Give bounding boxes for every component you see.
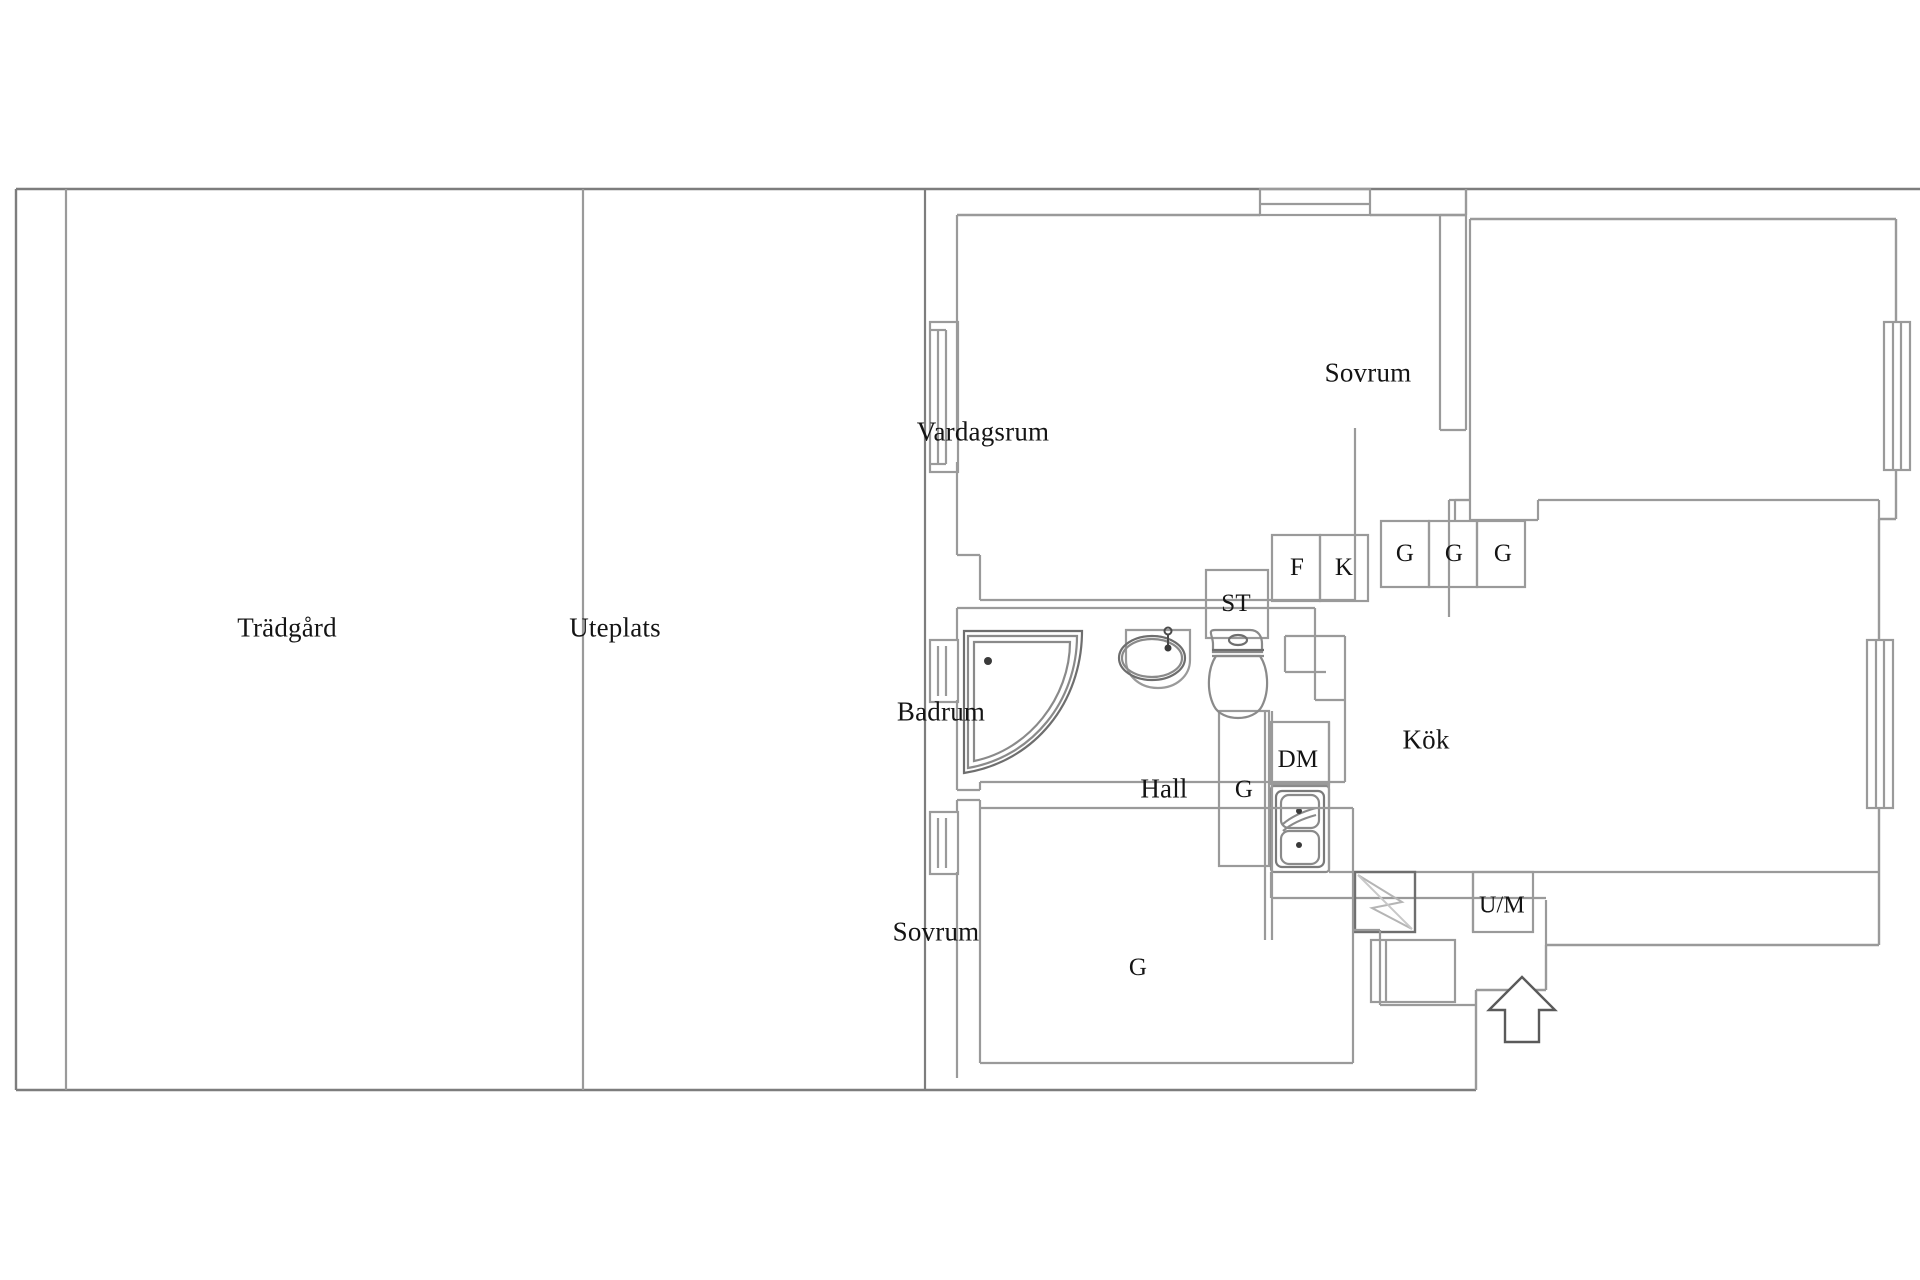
- kitchen-counter: [1269, 722, 1879, 900]
- fixture-label-g-top-2: G: [1444, 540, 1464, 567]
- cabinet-g-hall: [1217, 709, 1271, 868]
- room-vardagsrum: [955, 213, 1468, 602]
- stove-symbol: [1353, 870, 1417, 934]
- room-kok: [1447, 498, 1881, 945]
- room-label-sovrum-lower: Sovrum: [892, 916, 980, 947]
- fixture-label-dm: DM: [1277, 746, 1319, 773]
- appliance-um: [1471, 870, 1535, 934]
- room-sovrum-lower: [955, 798, 1355, 1078]
- room-label-hall: Hall: [1140, 773, 1188, 804]
- room-label-tradgard: Trädgård: [237, 612, 337, 643]
- washbasin-drain: [1164, 644, 1172, 652]
- shower-corner: [962, 629, 1084, 775]
- window-kok-right: [1865, 638, 1895, 810]
- cabinet-g-entry: [1369, 938, 1457, 1004]
- fixture-label-g-top-1: G: [1395, 540, 1415, 567]
- shower-drain: [984, 657, 992, 665]
- toilet-flush-button: [1227, 633, 1249, 647]
- room-label-badrum: Badrum: [896, 696, 986, 727]
- window-vardagsrum-left: [928, 320, 960, 474]
- room-label-vardagsrum: Vardagsrum: [916, 416, 1050, 447]
- room-label-sovrum-upper: Sovrum: [1324, 357, 1412, 388]
- badrum-niche: [1283, 634, 1347, 700]
- entrance-arrow: [1486, 975, 1558, 1044]
- room-sovrum-upper: [1453, 219, 1472, 520]
- room-label-uteplats: Uteplats: [569, 612, 661, 643]
- window-sovrum-right: [1882, 320, 1912, 472]
- window-badrum-left: [928, 638, 960, 704]
- room-badrum: [955, 606, 1347, 792]
- fixture-label-f: F: [1289, 554, 1305, 581]
- room-hall: [1353, 928, 1476, 1007]
- house-outer-wall: [957, 189, 1898, 1090]
- window-sovrum-lower-left: [928, 810, 960, 876]
- room-label-kok: Kök: [1402, 724, 1450, 755]
- cabinet-k: [1318, 533, 1370, 603]
- fixture-label-k: K: [1334, 554, 1354, 581]
- wall-hall-kitchen: [1263, 711, 1274, 940]
- stove-zigzag: [1357, 874, 1413, 930]
- kitchen-sink: [1269, 784, 1331, 874]
- fixture-label-g-entry: G: [1128, 954, 1148, 981]
- fixture-label-g-top-3: G: [1493, 540, 1513, 567]
- fixture-label-st: ST: [1221, 590, 1251, 617]
- washbasin: [1117, 628, 1192, 690]
- cabinet-g-row: [1379, 519, 1527, 589]
- fixture-label-um: U/M: [1479, 892, 1525, 919]
- toilet: [1207, 628, 1269, 719]
- site-boundary: [14, 187, 1920, 1092]
- kitchen-sink-drains: [1296, 808, 1302, 848]
- cabinet-st: [1204, 568, 1270, 640]
- window-vardagsrum-top: [1258, 187, 1372, 217]
- fixture-label-g-hall: G: [1234, 776, 1254, 803]
